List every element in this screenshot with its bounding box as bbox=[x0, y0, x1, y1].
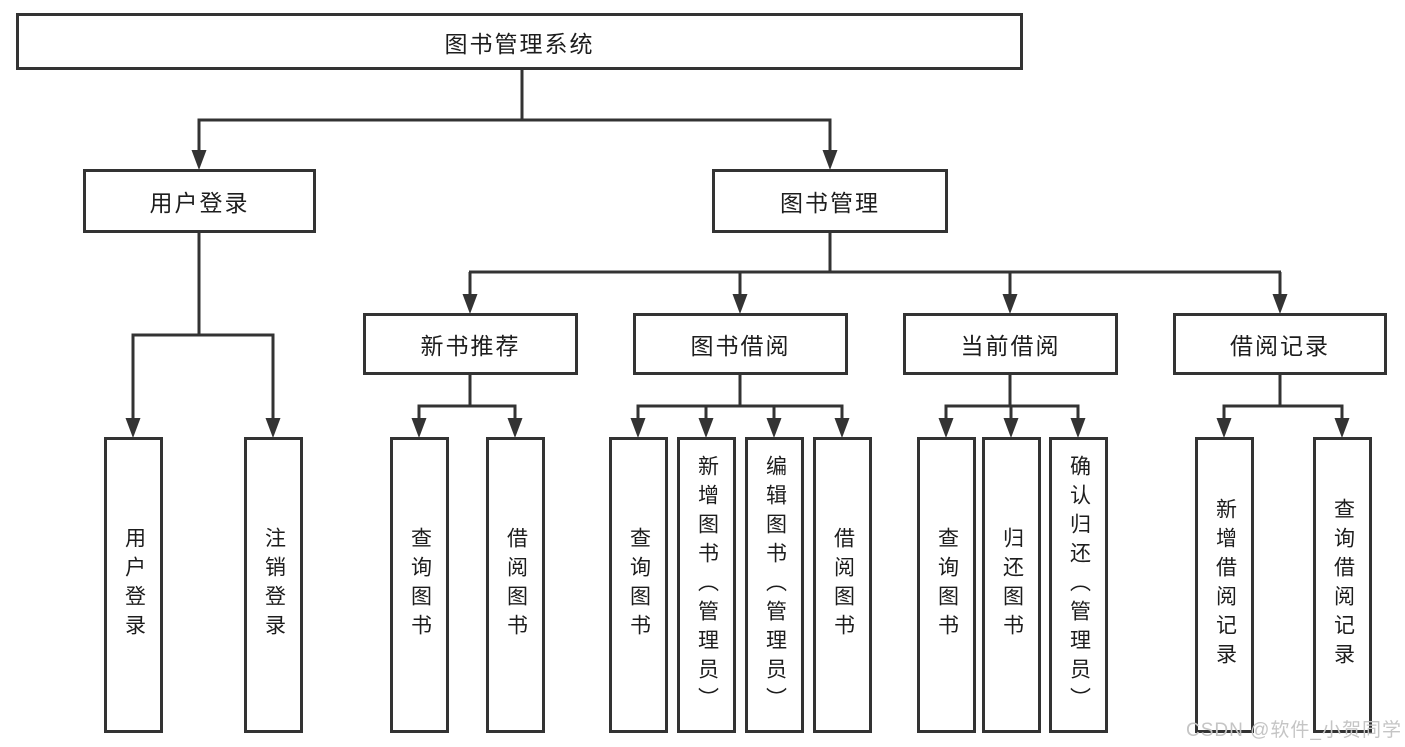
node-label: 新增借阅记录 bbox=[1213, 498, 1237, 672]
node-label: 新书推荐 bbox=[420, 333, 521, 359]
node-label: 借阅图书 bbox=[504, 527, 528, 643]
node-label: 用户登录 bbox=[122, 527, 146, 643]
node-label: 查询借阅记录 bbox=[1331, 498, 1355, 672]
node-add-borrow-record: 新增借阅记录 bbox=[1195, 437, 1254, 733]
node-label: 借阅记录 bbox=[1230, 333, 1330, 359]
node-label: 借阅图书 bbox=[831, 527, 855, 643]
node-new-book-recommend: 新书推荐 bbox=[363, 313, 578, 375]
node-query-books-recommend: 查询图书 bbox=[390, 437, 449, 733]
node-current-borrowing: 当前借阅 bbox=[903, 313, 1118, 375]
node-library-system: 图书管理系统 bbox=[16, 13, 1023, 70]
node-label: 用户登录 bbox=[149, 190, 250, 216]
node-label: 注销登录 bbox=[262, 527, 286, 643]
node-confirm-return-admin: 确认归还（管理员） bbox=[1049, 437, 1108, 733]
node-book-management: 图书管理 bbox=[712, 169, 948, 233]
node-label: 查询图书 bbox=[935, 527, 959, 643]
node-return-books: 归还图书 bbox=[982, 437, 1041, 733]
node-label: 归还图书 bbox=[1000, 527, 1024, 643]
node-query-borrow-record: 查询借阅记录 bbox=[1313, 437, 1372, 733]
csdn-watermark: CSDN @软件_小贺同学 bbox=[1186, 720, 1402, 741]
node-label: 图书管理 bbox=[780, 190, 880, 216]
node-user-login: 用户登录 bbox=[104, 437, 163, 733]
node-add-books-admin: 新增图书（管理员） bbox=[677, 437, 736, 733]
node-borrow-books: 借阅图书 bbox=[813, 437, 872, 733]
node-label: 查询图书 bbox=[627, 527, 651, 643]
node-label: 编辑图书（管理员） bbox=[763, 454, 787, 716]
node-edit-books-admin: 编辑图书（管理员） bbox=[745, 437, 804, 733]
node-book-borrowing: 图书借阅 bbox=[633, 313, 848, 375]
node-label: 当前借阅 bbox=[960, 333, 1061, 359]
node-query-books-current: 查询图书 bbox=[917, 437, 976, 733]
node-label: 确认归还（管理员） bbox=[1067, 454, 1091, 716]
node-borrow-records: 借阅记录 bbox=[1173, 313, 1387, 375]
node-borrow-books-recommend: 借阅图书 bbox=[486, 437, 545, 733]
node-logout: 注销登录 bbox=[244, 437, 303, 733]
node-label: 新增图书（管理员） bbox=[695, 454, 719, 716]
node-label: 图书借阅 bbox=[690, 333, 791, 359]
node-label: 查询图书 bbox=[408, 527, 432, 643]
node-label: 图书管理系统 bbox=[444, 30, 595, 57]
node-query-books-borrowing: 查询图书 bbox=[609, 437, 668, 733]
node-user-login-group: 用户登录 bbox=[83, 169, 316, 233]
